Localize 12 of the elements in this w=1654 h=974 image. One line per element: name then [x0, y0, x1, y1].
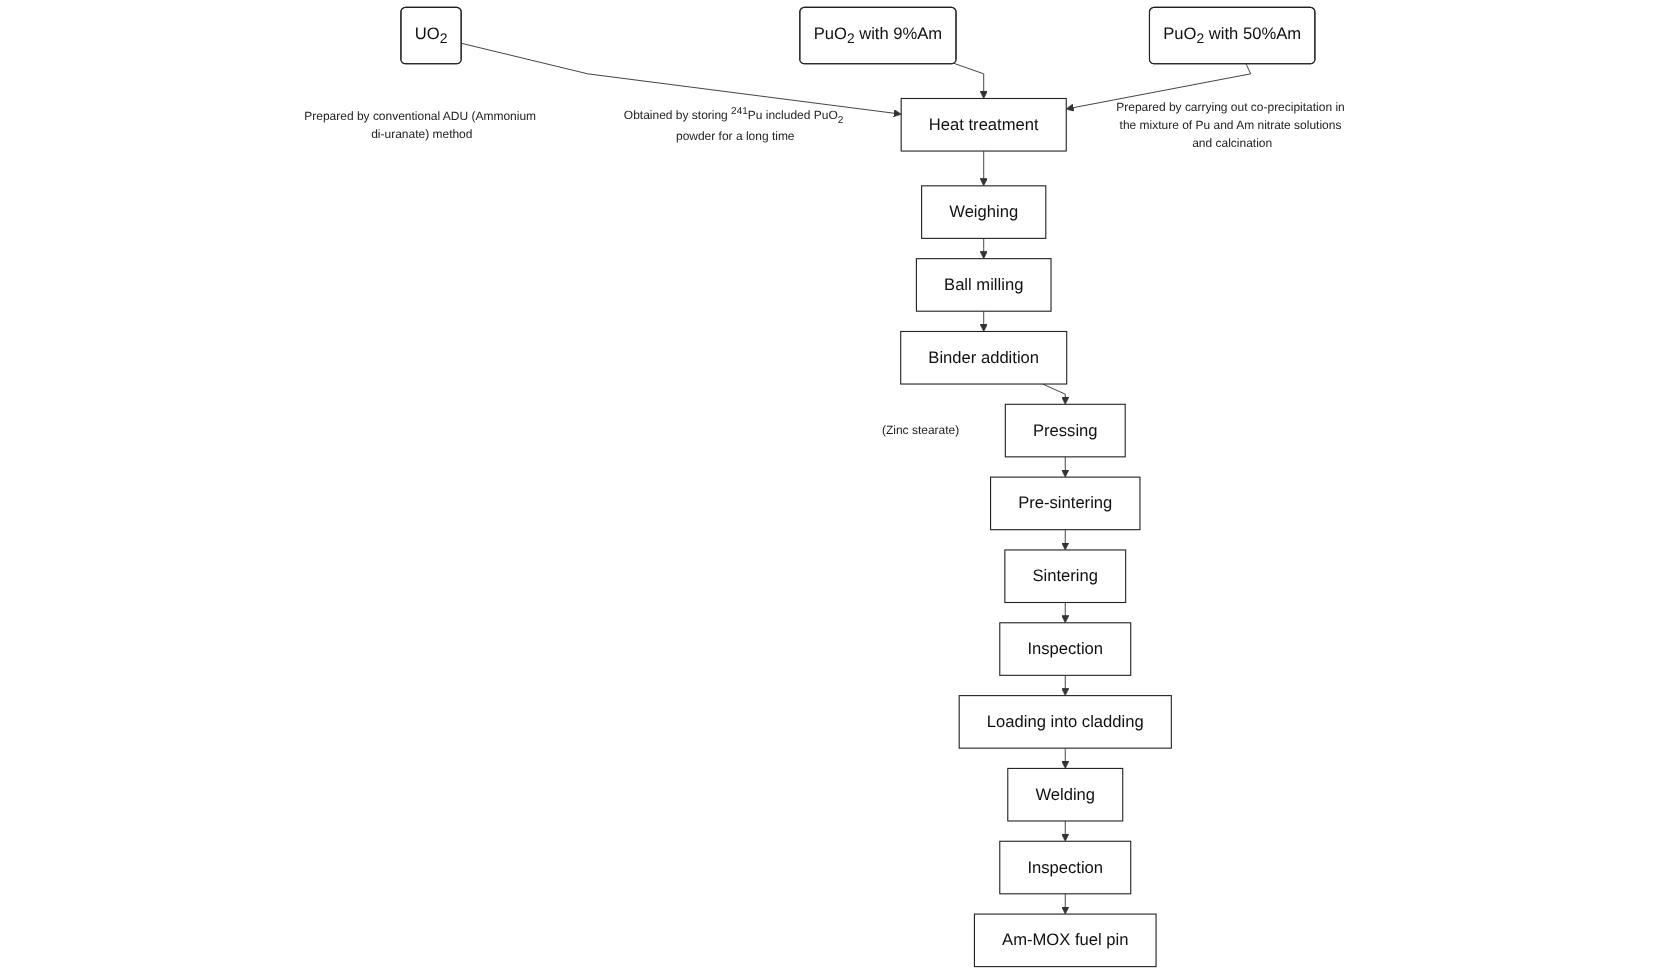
node-box: Inspection — [999, 840, 1132, 895]
node-box: Inspection — [999, 622, 1132, 676]
node-box: Welding — [1007, 767, 1124, 822]
node-box: Weighing — [921, 185, 1047, 239]
node-box: Pre-sintering — [990, 476, 1141, 531]
node-box: Heat treatment — [900, 97, 1067, 152]
node-box: Binder addition — [900, 330, 1068, 385]
node-box: Sintering — [1004, 549, 1127, 604]
node-box: Pressing — [1004, 403, 1126, 458]
node-box: Am-MOX fuel pin — [973, 913, 1157, 968]
node-box: Loading into cladding — [958, 695, 1172, 749]
node-box: Ball milling — [915, 258, 1052, 312]
